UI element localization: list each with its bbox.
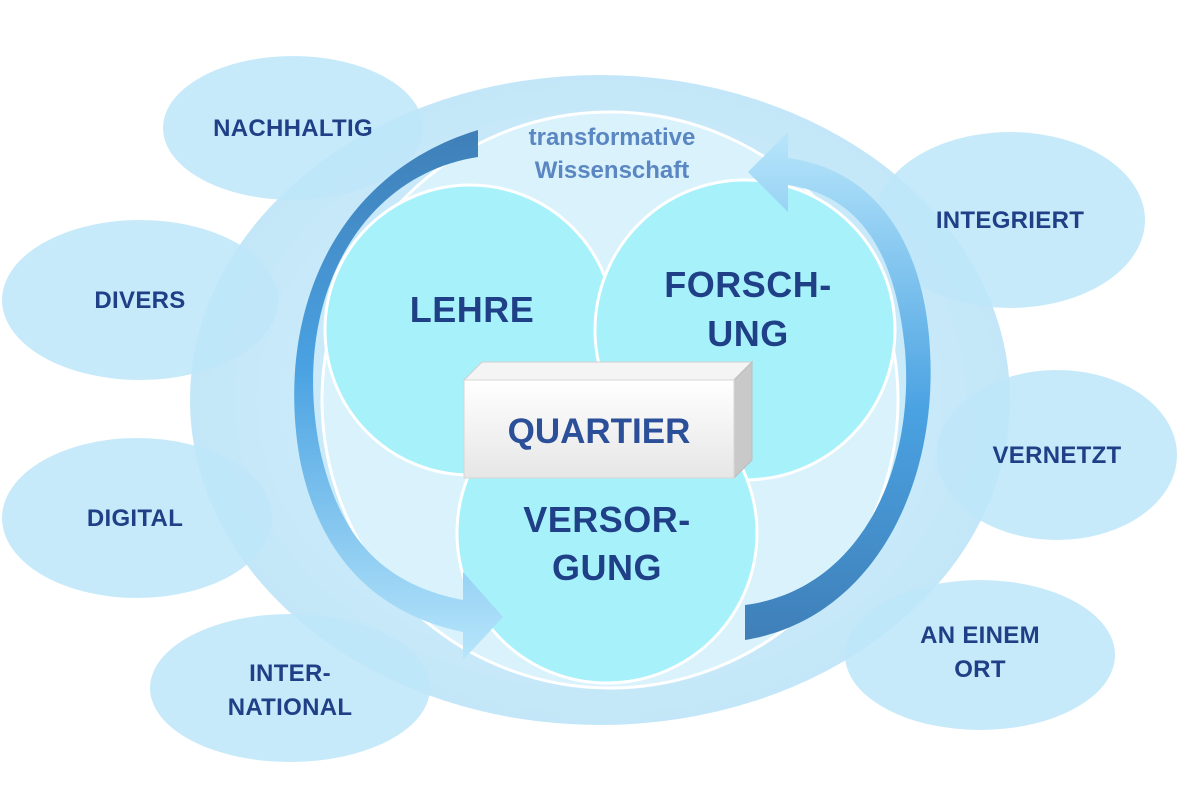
bubble-nachhaltig (163, 56, 423, 200)
bubble-integriert (875, 132, 1145, 308)
quartier-box (462, 360, 754, 480)
label-integriert: INTEGRIERT (936, 207, 1084, 234)
label-quartier: QUARTIER (508, 412, 691, 451)
label-versorgung-2: GUNG (552, 547, 662, 588)
cycle-arrow-right (745, 132, 931, 640)
bubble-an-einem-ort (845, 580, 1115, 730)
cycle-arrow-left (294, 130, 503, 660)
bubble-vernetzt (937, 370, 1177, 540)
bubble-digital (2, 438, 272, 598)
header-line-1: transformative (529, 124, 696, 151)
bubble-divers (2, 220, 278, 380)
label-ort-1: AN EINEM (920, 622, 1040, 649)
label-lehre: LEHRE (410, 289, 535, 330)
label-forschung-1: FORSCH- (664, 264, 832, 305)
label-versorgung-1: VERSOR- (523, 499, 691, 540)
header-line-2: Wissenschaft (535, 157, 690, 184)
label-forschung-2: UNG (707, 313, 789, 354)
label-nachhaltig: NACHHALTIG (213, 115, 373, 142)
label-vernetzt: VERNETZT (992, 442, 1121, 469)
label-digital: DIGITAL (87, 505, 183, 532)
label-divers: DIVERS (94, 287, 185, 314)
bubble-international (150, 614, 430, 762)
label-international-2: NATIONAL (228, 694, 353, 721)
label-ort-2: ORT (954, 656, 1006, 683)
label-international-1: INTER- (249, 660, 331, 687)
